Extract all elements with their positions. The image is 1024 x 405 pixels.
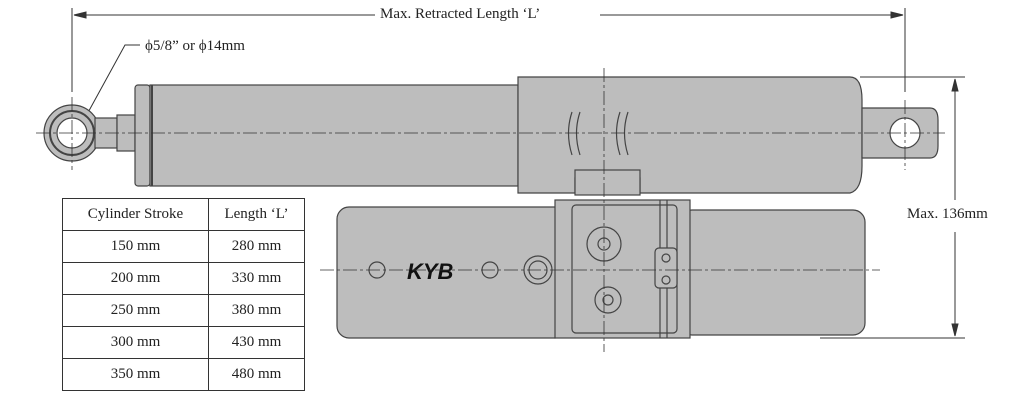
length-cell: 480 mm (208, 358, 305, 391)
length-cell: 280 mm (208, 230, 305, 263)
stroke-cell: 250 mm (62, 294, 209, 327)
length-cell: 330 mm (208, 262, 305, 295)
stroke-cell: 150 mm (62, 230, 209, 263)
length-cell: 380 mm (208, 294, 305, 327)
pin-leader-line (84, 44, 140, 119)
stroke-cell: 350 mm (62, 358, 209, 391)
max-retracted-length-label: Max. Retracted Length ‘L’ (380, 6, 541, 22)
max-height-label: Max. 136mm (907, 206, 988, 222)
length-cell: 430 mm (208, 326, 305, 359)
upper-cylinder (43, 76, 939, 196)
pin-diameter-label: ϕ5/8” or ϕ14mm (145, 38, 245, 54)
header-length: Length ‘L’ (208, 198, 305, 231)
power-unit (336, 199, 866, 339)
centerlines (36, 68, 945, 352)
stroke-cell: 300 mm (62, 326, 209, 359)
arrow-left-icon (73, 11, 87, 19)
stroke-cell: 200 mm (62, 262, 209, 295)
kyb-logo: KYB (407, 259, 454, 284)
arrow-right-icon (890, 11, 904, 19)
table-header-row: Cylinder Stroke Length ‘L’ (62, 198, 305, 231)
header-cylinder-stroke: Cylinder Stroke (62, 198, 209, 231)
